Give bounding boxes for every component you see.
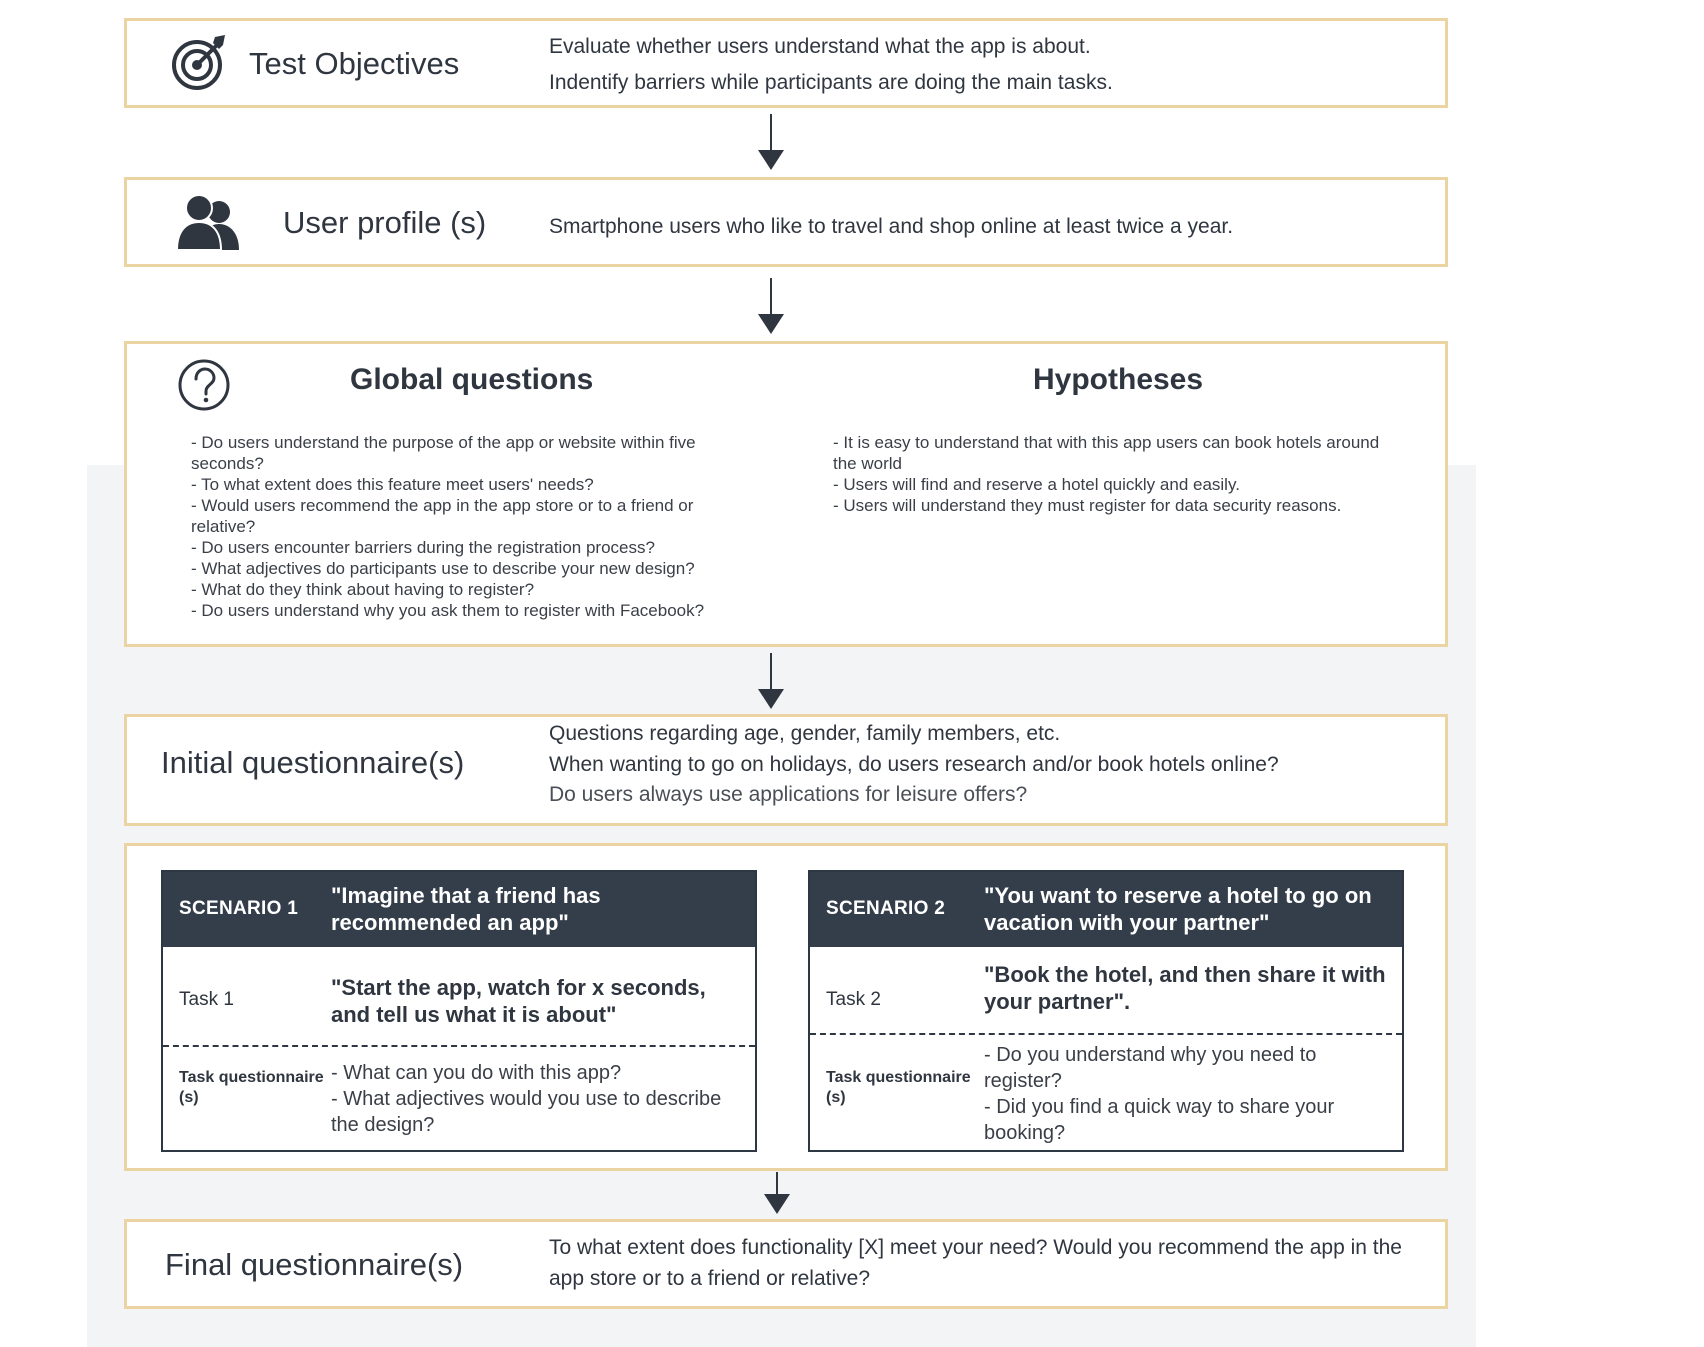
scenario-2-header: SCENARIO 2 "You want to reserve a hotel … (810, 872, 1402, 947)
test-objectives-title: Test Objectives (249, 46, 460, 81)
list-item: - Users will find and reserve a hotel qu… (833, 475, 1240, 494)
initial-questionnaire-line1: Questions regarding age, gender, family … (549, 722, 1061, 745)
list-item: - What adjectives would you use to descr… (331, 1088, 722, 1136)
list-item: - Do you understand why you need to regi… (984, 1044, 1317, 1092)
test-objectives-box: Test Objectives Evaluate whether users u… (124, 18, 1448, 108)
global-questions-box: Global questions Hypotheses - Do users u… (124, 341, 1448, 647)
task-1-questionnaire-label: Task questionnaire (s) (179, 1069, 324, 1106)
scenario-2-label: SCENARIO 2 (826, 898, 946, 919)
task-2-label: Task 2 (826, 989, 881, 1010)
list-item: - To what extent does this feature meet … (191, 475, 594, 494)
task-1-quote: "Start the app, watch for x seconds, and… (331, 975, 706, 1027)
question-circle-icon (177, 358, 231, 412)
target-icon (169, 31, 231, 93)
arrow-down-1 (758, 114, 784, 172)
scenario-1-quote: "Imagine that a friend has recommended a… (331, 883, 601, 935)
initial-questionnaire-line2: When wanting to go on holidays, do users… (549, 753, 1279, 776)
arrow-down-3 (758, 653, 784, 711)
task-1-label: Task 1 (179, 989, 234, 1010)
global-questions-list: - Do users understand the purpose of the… (191, 432, 751, 621)
scenario-2-quote: "You want to reserve a hotel to go on va… (984, 883, 1372, 935)
list-item: - Would users recommend the app in the a… (191, 496, 694, 536)
task-2-questionnaire-list: - Do you understand why you need to regi… (984, 1042, 1364, 1146)
list-item: - What adjectives do participants use to… (191, 559, 695, 578)
user-profile-text: Smartphone users who like to travel and … (549, 215, 1234, 238)
initial-questionnaire-title: Initial questionnaire(s) (161, 745, 465, 780)
users-icon (175, 194, 243, 251)
scenario-1-card: SCENARIO 1 "Imagine that a friend has re… (161, 870, 757, 1152)
final-questionnaire-box: Final questionnaire(s) To what extent do… (124, 1219, 1448, 1309)
test-objectives-line1: Evaluate whether users understand what t… (549, 35, 1091, 58)
user-profile-box: User profile (s) Smartphone users who li… (124, 177, 1448, 267)
scenario-1-label: SCENARIO 1 (179, 898, 299, 919)
list-item: - It is easy to understand that with thi… (833, 433, 1380, 473)
hypotheses-list: - It is easy to understand that with thi… (833, 432, 1393, 516)
test-objectives-line2: Indentify barriers while participants ar… (549, 71, 1113, 94)
task-2-divider (810, 1033, 1402, 1035)
arrow-down-4 (764, 1172, 790, 1230)
hypotheses-title: Hypotheses (1033, 363, 1204, 396)
list-item: - Do users encounter barriers during the… (191, 538, 655, 557)
task-1-questionnaire-list: - What can you do with this app? - What … (331, 1060, 746, 1138)
list-item: - Do users understand why you ask them t… (191, 601, 705, 620)
initial-questionnaire-line3: Do users always use applications for lei… (549, 783, 1028, 806)
list-item: - Users will understand they must regist… (833, 496, 1342, 515)
final-questionnaire-text: To what extent does functionality [X] me… (549, 1236, 1402, 1290)
list-item: - What do they think about having to reg… (191, 580, 535, 599)
arrow-down-2 (758, 278, 784, 336)
scenario-2-card: SCENARIO 2 "You want to reserve a hotel … (808, 870, 1404, 1152)
task-2-questionnaire-label: Task questionnaire (s) (826, 1069, 971, 1106)
list-item: - Do users understand the purpose of the… (191, 433, 696, 473)
list-item: - What can you do with this app? (331, 1062, 622, 1084)
task-2-quote: "Book the hotel, and then share it with … (984, 962, 1386, 1014)
user-profile-title: User profile (s) (283, 205, 487, 240)
list-item: - Did you find a quick way to share your… (984, 1096, 1335, 1144)
final-questionnaire-title: Final questionnaire(s) (165, 1247, 464, 1282)
initial-questionnaire-box: Initial questionnaire(s) Questions regar… (124, 714, 1448, 826)
scenario-1-header: SCENARIO 1 "Imagine that a friend has re… (163, 872, 755, 947)
task-1-divider (163, 1045, 755, 1047)
global-questions-title: Global questions (350, 363, 594, 396)
